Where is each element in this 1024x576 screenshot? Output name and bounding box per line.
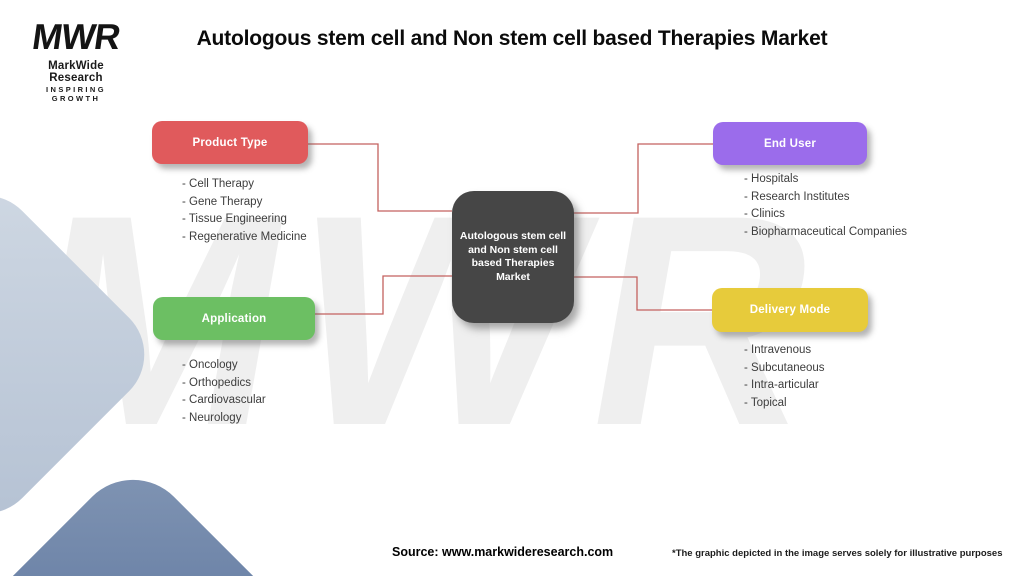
list-item: - Gene Therapy [182,195,263,208]
branch-label-product-type: Product Type [192,136,268,149]
branch-box-delivery-mode: Delivery Mode [712,288,868,332]
branch-label-application: Application [201,312,267,325]
connector-product-type [308,143,452,212]
center-node-label-line: and Non stem cell [468,243,558,256]
branch-box-end-user: End User [713,122,867,165]
center-node-label-line: Autologous stem cell [459,230,567,242]
source-text: Source: www.markwideresearch.com [392,545,614,559]
list-item: - Oncology [182,359,238,371]
list-item: - Research Institutes [744,190,850,203]
branch-label-delivery-mode: Delivery Mode [749,304,831,316]
branch-list-end-user: - Hospitals - Research Institutes - Clin… [744,171,907,241]
list-item: - Cell Therapy [182,178,255,190]
markwide-research-logo: MWR MarkWide Research INSPIRING GROWTH [22,14,130,103]
branch-list-delivery-mode: - Intravenous - Subcutaneous - Intra-art… [744,342,825,412]
branch-box-application: Application [153,297,315,340]
center-node-label-line: based Therapies [471,257,555,269]
connector-end-user [574,143,713,214]
page-title: Autologous stem cell and Non stem cell b… [196,27,828,50]
list-item: - Clinics [744,208,785,220]
list-item: - Tissue Engineering [182,213,287,225]
disclaimer-text: *The graphic depicted in the image serve… [672,548,1003,559]
branch-list-product-type: - Cell Therapy - Gene Therapy - Tissue E… [182,176,307,246]
list-item: - Biopharmaceutical Companies [744,225,907,238]
connector-application [315,275,452,315]
list-item: - Regenerative Medicine [182,230,307,243]
branch-box-product-type: Product Type [152,121,308,164]
branch-list-application: - Oncology - Orthopedics - Cardiovascula… [182,357,266,427]
branch-label-end-user: End User [763,137,817,150]
list-item: - Subcutaneous [744,361,825,374]
list-item: - Orthopedics [182,376,252,389]
connector-delivery-mode [574,276,712,311]
list-item: - Cardiovascular [182,394,266,406]
center-node: Autologous stem cell and Non stem cell b… [452,191,574,323]
logo-company-name: MarkWide Research [48,60,104,84]
list-item: - Intra-articular [744,379,819,391]
list-item: - Neurology [182,411,242,424]
logo-tagline: INSPIRING GROWTH [46,85,106,103]
list-item: - Topical [744,396,787,409]
list-item: - Hospitals [744,173,799,185]
center-node-label-line: Market [496,270,530,283]
list-item: - Intravenous [744,344,812,356]
